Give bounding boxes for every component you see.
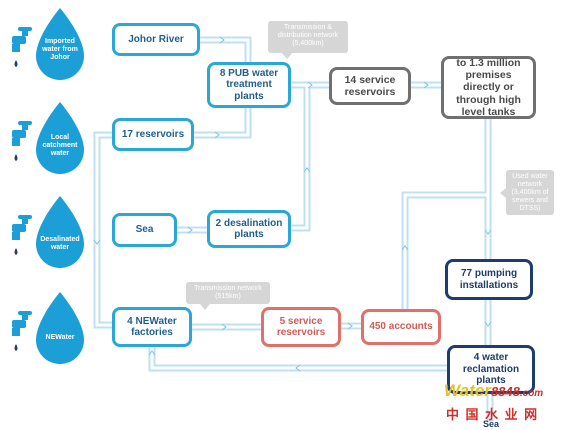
sea-bottom-label: Sea	[482, 419, 499, 429]
newater-factories-node: 4 NEWater factories	[112, 307, 192, 347]
source-label-imported: Imported water from Johor	[42, 38, 78, 62]
watermark-logo: Water8848.com	[444, 381, 543, 401]
desalinated-water-drop-icon	[12, 196, 84, 268]
source-label-newater: NEWater	[45, 334, 75, 341]
watermark-brand-tld: .com	[519, 388, 544, 399]
accounts-450-node: 450 accounts	[361, 309, 441, 345]
service-reservoirs-14-node: 14 service reservoirs	[329, 67, 411, 105]
service-reservoirs-5-node: 5 service reservoirs	[261, 307, 341, 347]
transmission-distribution-callout: Transmission & distribution network (5,4…	[268, 21, 348, 59]
desalination-plants-node: 2 desalination plants	[207, 210, 291, 248]
premises-node: to 1.3 million premises directly or thro…	[441, 56, 536, 119]
sea-left-node: Sea	[112, 213, 177, 247]
transmission-callout-text: Transmission network (515km)	[194, 285, 262, 301]
reclamation-plants-node: 4 water reclamation plants	[447, 345, 535, 394]
pumping-installations-node: 77 pumping installations	[445, 259, 533, 300]
source-icons	[12, 8, 84, 364]
reservoirs-17-node: 17 reservoirs	[112, 118, 194, 151]
used-water-callout: Used water network (3,400km of sewers an…	[500, 170, 554, 215]
watermark-cn-text: 中 国 水 业 网	[446, 408, 539, 423]
used-water-callout-text: Used water network (3,400km of sewers an…	[511, 173, 549, 213]
watermark-brand-main: Water	[444, 381, 491, 400]
watermark-brand-num: 8848	[490, 384, 520, 399]
source-label-local-catchment: Local catchment water	[42, 134, 78, 158]
imported-water-drop-icon	[12, 8, 84, 80]
johor-river-node: Johor River	[112, 23, 200, 56]
pub-treatment-plants-node: 8 PUB water treatment plants	[207, 62, 291, 108]
local-catchment-drop-icon	[12, 102, 84, 174]
source-label-desalinated: Desalinated water	[40, 236, 80, 252]
transmission-callout: Transmission network (515km)	[186, 282, 270, 310]
transmission-distribution-callout-text: Transmission & distribution network (5,4…	[277, 24, 339, 48]
newater-drop-icon	[12, 292, 84, 364]
